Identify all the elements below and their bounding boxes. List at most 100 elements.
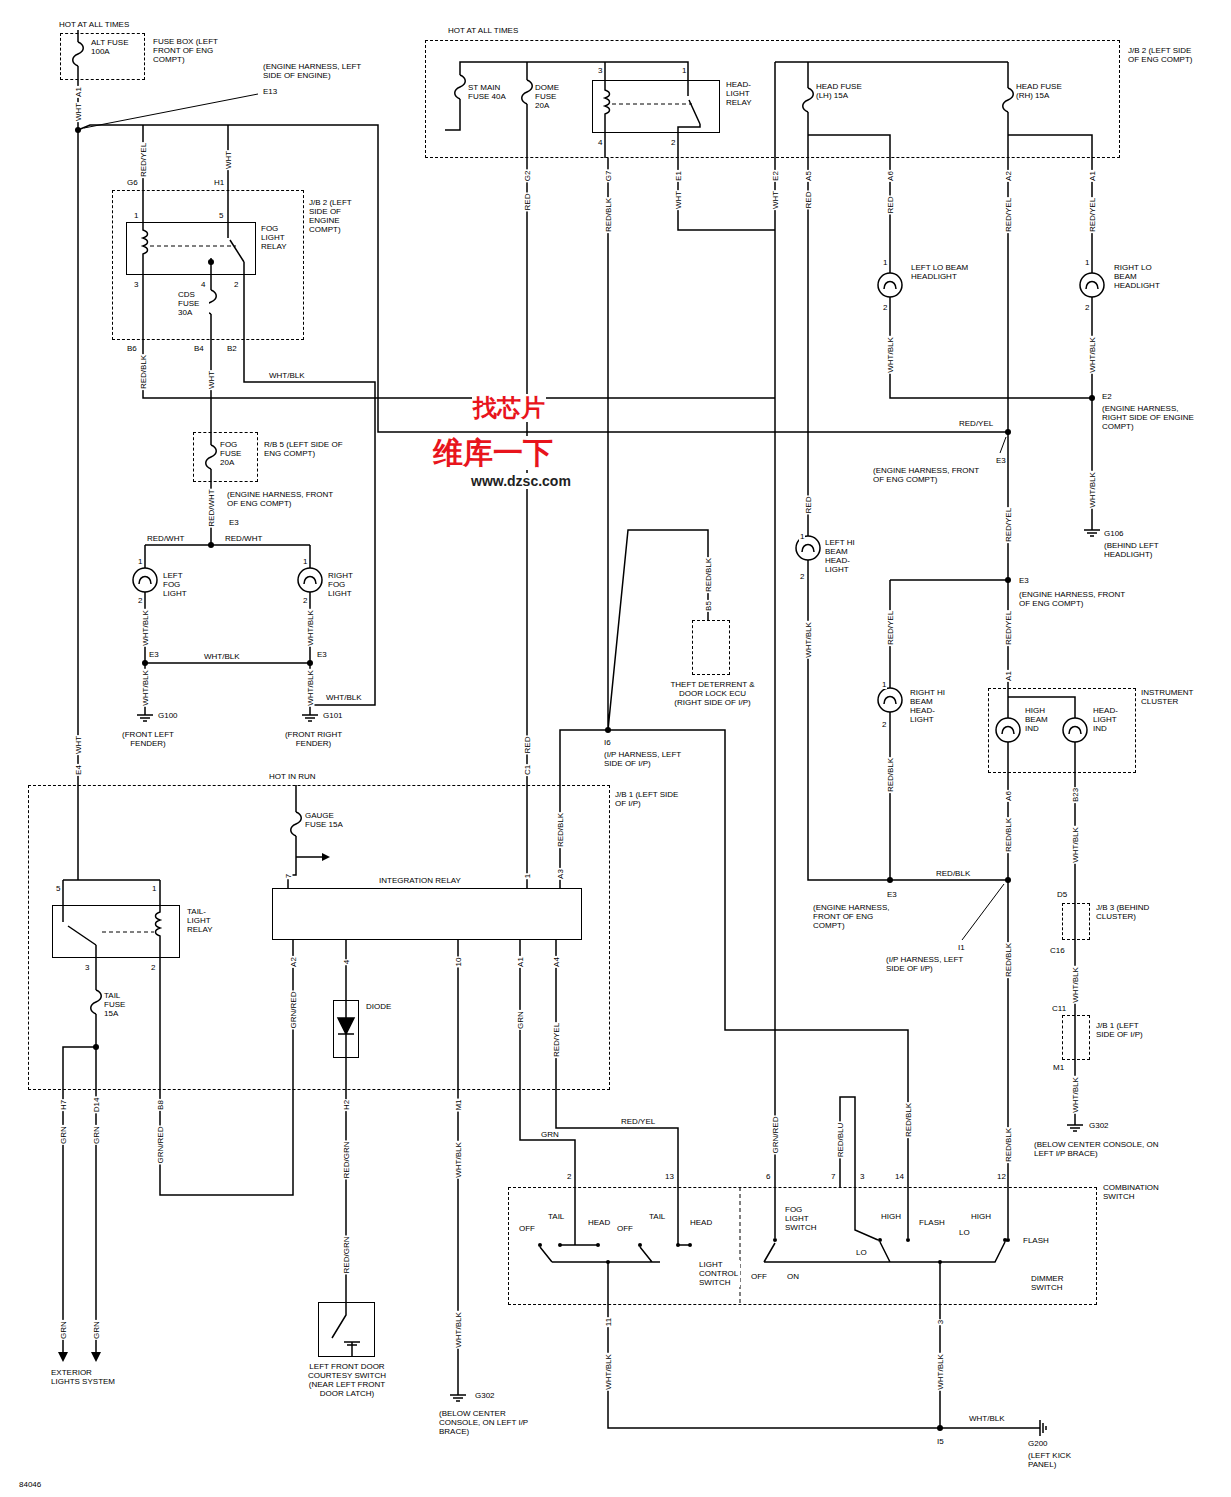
diagram-label: 2	[799, 572, 805, 581]
diagram-label: HIGH	[880, 1212, 902, 1221]
wire-label: WHT/BLK	[1088, 471, 1097, 509]
ecu-box: THEFT DETERRENT & DOOR LOCK ECU (RIGHT S…	[692, 620, 730, 675]
wire-label: B8	[156, 1099, 165, 1111]
diagram-label: 3	[133, 280, 139, 289]
wire-label: A6	[1004, 790, 1013, 802]
diagram-label: 6	[765, 1172, 771, 1181]
relay-box: HEAD-LIGHT RELAY	[592, 80, 720, 133]
diagram-label: 2	[881, 720, 887, 729]
wire-label: RED	[886, 196, 895, 215]
diagram-label: 1	[302, 557, 308, 566]
fuse-box: ALT FUSE 100AFUSE BOX (LEFT FRONT OF ENG…	[60, 33, 145, 80]
component-label: DIODE	[365, 1002, 407, 1011]
wire-label: A3	[556, 868, 565, 880]
wire-label: RED/BLK	[904, 1102, 913, 1138]
diagram-label: B2	[226, 344, 238, 353]
diagram-label: RIGHT FOG LIGHT	[327, 571, 364, 598]
diagram-label: 2	[137, 596, 143, 605]
diagram-label: RED/BLK	[935, 869, 971, 878]
wire-label: WHT	[74, 735, 83, 755]
diagram-label: G302	[474, 1391, 496, 1400]
wire-label: WHT/BLK	[1088, 336, 1097, 374]
diagram-label: RED/YEL	[620, 1117, 656, 1126]
diagram-label: 2	[566, 1172, 572, 1181]
wire-label: GRN	[92, 1320, 101, 1340]
watermark: www.dzsc.com	[470, 473, 572, 489]
switch-symbol	[332, 1187, 1008, 1357]
component-label: INSTRUMENT CLUSTER	[1140, 688, 1217, 706]
diagram-label: G100	[157, 711, 179, 720]
diagram-label: OFF	[616, 1224, 634, 1233]
wire-label: WHT/BLK	[804, 621, 813, 659]
junction-block: J/B 3 (BEHIND CLUSTER)	[1062, 903, 1090, 940]
relay-symbol	[63, 80, 700, 958]
wire-label: D14	[92, 1097, 101, 1114]
diagram-label: HOT AT ALL TIMES	[447, 26, 519, 35]
component-label: LEFT FRONT DOOR COURTESY SWITCH (NEAR LE…	[296, 1362, 398, 1398]
diagram-label: E2	[1101, 392, 1113, 401]
wire-label: A5	[804, 170, 813, 182]
wire-label: WHT/BLK	[141, 669, 150, 707]
relay-box: INTEGRATION RELAY	[272, 888, 582, 940]
diagram-label: E3	[1018, 576, 1030, 585]
diagram-label: 4	[200, 280, 206, 289]
diagram-label: 2	[1084, 303, 1090, 312]
diode-symbol	[338, 1000, 354, 1058]
wire-label: WHT/BLK	[454, 1141, 463, 1179]
diagram-label: LO	[855, 1248, 868, 1257]
diagram-label: RED/YEL	[958, 419, 994, 428]
diagram-label: M1	[1052, 1063, 1065, 1072]
wire-label: A1	[1088, 170, 1097, 182]
wire-connector	[526, 158, 528, 785]
wire-label: WHT	[74, 102, 83, 122]
diagram-label: E3	[995, 456, 1007, 465]
diagram-label: 1	[881, 680, 887, 689]
wire-connector	[774, 158, 776, 1187]
component-label: J/B 1 (LEFT SIDE OF I/P)	[1095, 1021, 1157, 1039]
wire-label: A6	[886, 170, 895, 182]
diagram-label: GRN	[540, 1130, 560, 1139]
diagram-label: E3	[228, 518, 240, 527]
wire-label: B5	[704, 600, 713, 612]
relay-box: TAIL-LIGHT RELAY	[52, 905, 180, 958]
wire-label: WHT/BLK	[141, 609, 150, 647]
wire-label: RED/YEL	[886, 610, 895, 646]
wire-label: RED/BLK	[886, 757, 895, 793]
diagram-label: 2	[882, 303, 888, 312]
diagram-label: (I/P HARNESS, LEFT SIDE OF I/P)	[885, 955, 972, 973]
wire-label: E2	[771, 170, 780, 182]
wire-connector	[556, 940, 678, 1187]
diagram-label: (ENGINE HARNESS, LEFT SIDE OF ENGINE)	[262, 62, 369, 80]
diagram-label: HIGH	[970, 1212, 992, 1221]
diagram-label: 1	[137, 557, 143, 566]
relay-box: FOG LIGHT RELAY	[126, 222, 256, 275]
wire-label: WHT/BLK	[454, 1311, 463, 1349]
diagram-label: ON	[786, 1272, 800, 1281]
component-label: FOG LIGHT RELAY	[260, 224, 302, 251]
diagram-label: 2	[670, 138, 676, 147]
wire-label: A1	[74, 86, 83, 98]
wire-label: RED/YEL	[1004, 507, 1013, 543]
component-label: FUSE BOX (LEFT FRONT OF ENG COMPT)	[152, 37, 236, 64]
diagram-label: GAUGE FUSE 15A	[304, 811, 346, 829]
wire-label: A4	[552, 956, 561, 968]
junction-block: J/B 2 (LEFT SIDE OF ENGINE COMPT)FOG LIG…	[112, 190, 304, 340]
wire-label: E1	[674, 170, 683, 182]
wire-connector	[345, 940, 347, 1000]
diagram-label: (BELOW CENTER CONSOLE, ON LEFT I/P BRACE…	[438, 1409, 530, 1436]
wire-label: RED/YEL	[139, 142, 148, 178]
component-label: J/B 2 (LEFT SIDE OF ENGINE COMPT)	[308, 198, 358, 234]
wire-label: WHT/BLK	[936, 1353, 945, 1391]
diagram-label: E3	[886, 890, 898, 899]
wire-label: GRN/RED	[156, 1126, 165, 1165]
diagram-label: C11	[1051, 1004, 1067, 1013]
diagram-label: 5	[218, 211, 224, 220]
diagram-label: LO	[958, 1228, 971, 1237]
wire-label: WHT	[207, 370, 216, 390]
diagram-label: (I/P HARNESS, LEFT SIDE OF I/P)	[603, 750, 690, 768]
diagram-label: 5	[55, 884, 61, 893]
diagram-label: HOT AT ALL TIMES	[58, 20, 130, 29]
component-label: COMBINATION SWITCH	[1102, 1183, 1174, 1201]
diagram-label: HOT IN RUN	[268, 772, 317, 781]
